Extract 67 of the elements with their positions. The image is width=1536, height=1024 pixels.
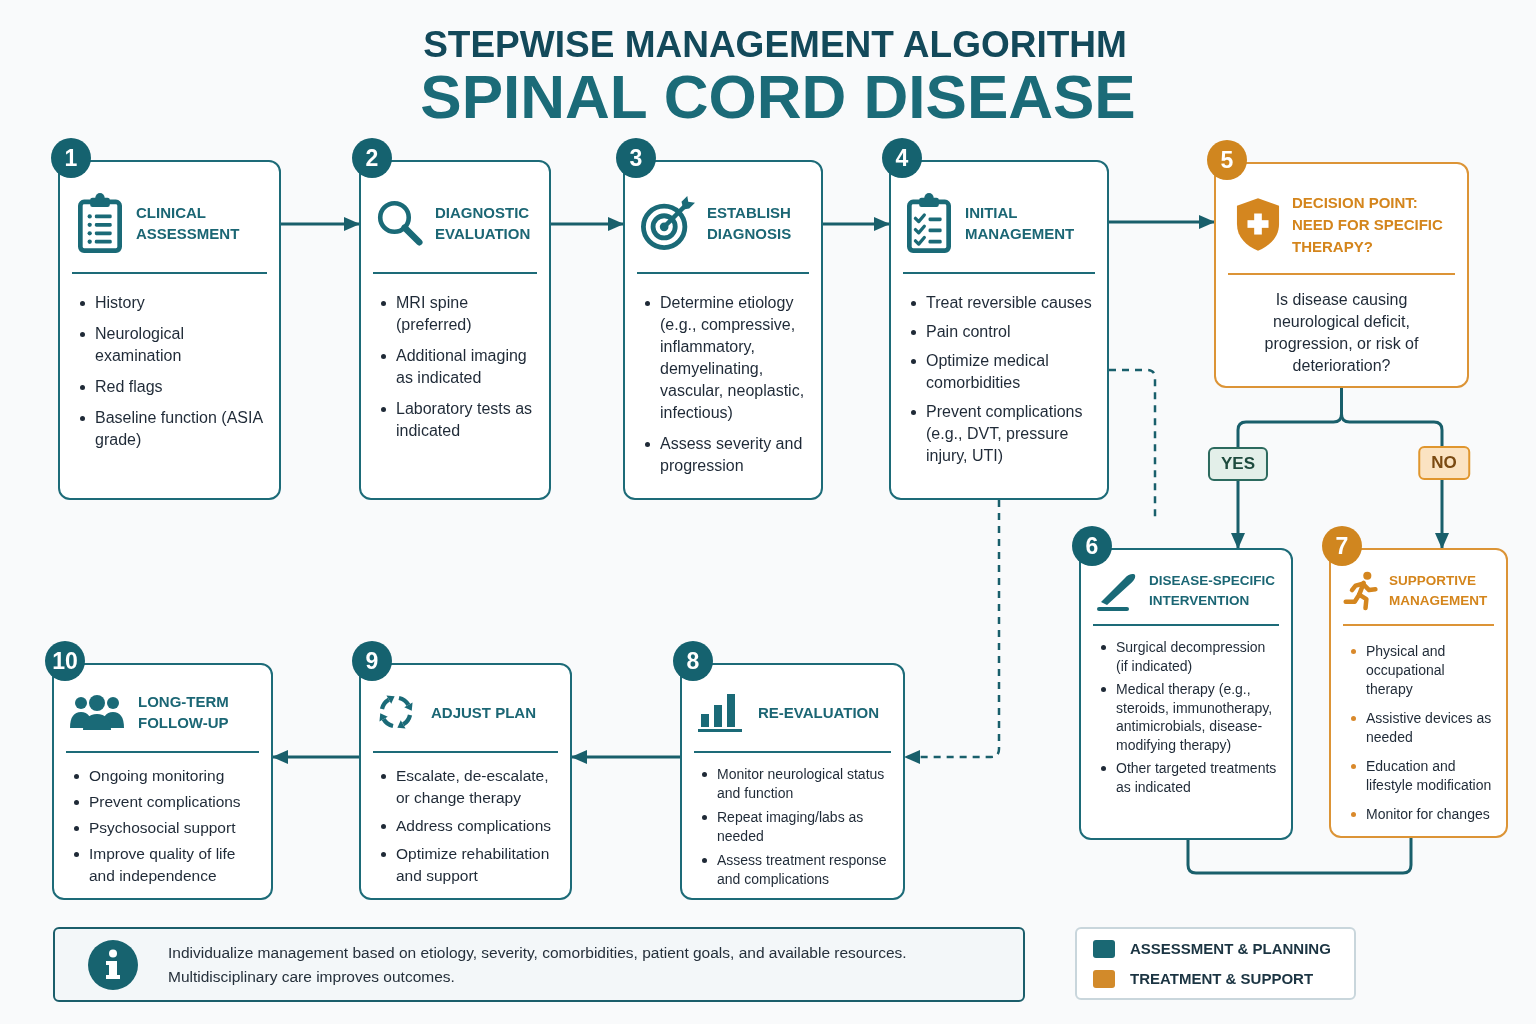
- bullet-item: Optimize medical comorbidities: [907, 350, 1095, 394]
- connector-line: [1186, 838, 1413, 875]
- note-box: [53, 927, 1025, 1002]
- bullet-item: Laboratory tests as indicated: [377, 398, 537, 442]
- legend-label: TREATMENT & SUPPORT: [1130, 969, 1314, 988]
- edge-label: YES: [1208, 447, 1268, 481]
- bullet-item: Improve quality of life and independence: [70, 843, 259, 887]
- card-heading: INITIAL MANAGEMENT: [965, 203, 1076, 244]
- bullet-item: History: [76, 292, 267, 314]
- bullet-item: Baseline function (ASIA grade): [76, 407, 267, 451]
- arrow: [823, 217, 890, 231]
- bullet-item: Neurological examination: [76, 323, 267, 367]
- step-number-badge: 2: [352, 138, 392, 178]
- bullet-item: Monitor neurological status and function: [698, 765, 891, 803]
- bullet-item: Medical therapy (e.g., steroids, immunotherapy, antimicrobials, disease-modifying therapy): [1097, 680, 1279, 754]
- edge-label: NO: [1418, 446, 1470, 480]
- card-heading: DECISION POINT: NEED FOR SPECIFIC THERAPY?: [1292, 192, 1444, 257]
- bullet-item: Repeat imaging/labs as needed: [698, 808, 891, 846]
- step-number-badge: 9: [352, 641, 392, 681]
- bullet-item: Education and lifestyle modification: [1347, 757, 1494, 795]
- dashed-arrow: [904, 500, 1001, 764]
- arrow: [272, 750, 359, 764]
- bullet-item: Prevent complications (e.g., DVT, pressure injury, UTI): [907, 401, 1095, 467]
- step-number-badge: 1: [51, 138, 91, 178]
- step-number-badge: 3: [616, 138, 656, 178]
- bullet-item: Treat reversible causes: [907, 292, 1095, 314]
- arrow: [281, 217, 360, 231]
- bullet-item: Monitor for changes: [1347, 805, 1494, 824]
- bullet-item: MRI spine (preferred): [377, 292, 537, 336]
- bullet-item: Other targeted treatments as indicated: [1097, 759, 1279, 796]
- card-heading: DIAGNOSTIC EVALUATION: [435, 203, 532, 244]
- dashed-line: [1109, 368, 1157, 518]
- card-heading: ADJUST PLAN: [431, 702, 536, 723]
- question-text: Is disease causing neurological deficit, progression, or risk of deterioration?: [1263, 290, 1420, 376]
- bullet-item: Additional imaging as indicated: [377, 345, 537, 389]
- card-heading: CLINICAL ASSESSMENT: [136, 203, 241, 244]
- note-text: Multidisciplinary care improves outcomes.: [168, 966, 456, 987]
- bullet-item: Pain control: [907, 321, 1095, 343]
- step-number-badge: 10: [45, 641, 85, 681]
- card-heading: RE-EVALUATION: [758, 702, 880, 723]
- step-number-badge: 5: [1207, 140, 1247, 180]
- arrow: [551, 217, 624, 231]
- bullet-item: Assistive devices as needed: [1347, 709, 1494, 747]
- card-heading: DISEASE-SPECIFIC INTERVENTION: [1149, 572, 1277, 610]
- bullet-item: Assess severity and progression: [641, 433, 809, 477]
- step-number-badge: 4: [882, 138, 922, 178]
- card-heading: ESTABLISH DIAGNOSIS: [707, 203, 793, 244]
- arrow: [1109, 215, 1215, 229]
- bullet-item: Physical and occupational therapy: [1347, 642, 1494, 699]
- bullet-item: Optimize rehabilitation and support: [377, 843, 558, 887]
- card-heading: LONG-TERM FOLLOW-UP: [138, 692, 230, 733]
- bullet-item: Prevent complications: [70, 791, 259, 813]
- bullet-item: Address complications: [377, 815, 558, 837]
- bullet-item: Red flags: [76, 376, 267, 398]
- bullet-item: Surgical decompression (if indicated): [1097, 638, 1279, 675]
- step-number-badge: 6: [1072, 526, 1112, 566]
- arrow: [571, 750, 680, 764]
- bullet-item: Psychosocial support: [70, 817, 259, 839]
- bullet-item: Ongoing monitoring: [70, 765, 259, 787]
- bullet-item: Determine etiology (e.g., compressive, inflammatory, demyelinating, vascular, neoplastic, infectious): [641, 292, 809, 424]
- step-number-badge: 8: [673, 641, 713, 681]
- note-text: Individualize management based on etiology, severity, comorbidities, patient goals, and available resources.: [168, 942, 907, 963]
- legend-label: ASSESSMENT & PLANNING: [1130, 939, 1331, 958]
- bullet-item: Escalate, de-escalate, or change therapy: [377, 765, 558, 809]
- bullet-item: Assess treatment response and complications: [698, 851, 891, 889]
- step-number-badge: 7: [1322, 526, 1362, 566]
- card-heading: SUPPORTIVE MANAGEMENT: [1389, 572, 1489, 610]
